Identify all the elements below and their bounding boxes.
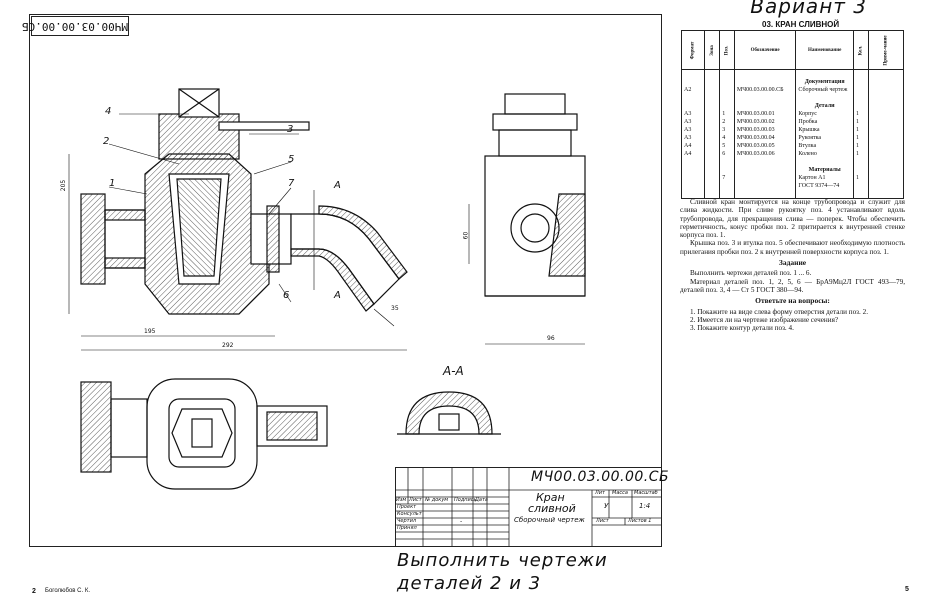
plan-view	[80, 378, 328, 490]
pos-label-2: 2	[103, 136, 110, 147]
dim-side-width: 96	[547, 335, 555, 342]
col-list: Лист	[409, 497, 422, 503]
spec-col-code: Обозначение	[733, 30, 797, 70]
pos-label-5: 5	[288, 154, 295, 165]
spec-col-zone: Зона	[703, 30, 721, 70]
front-section-view	[80, 88, 408, 315]
question-2: 2. Имеется ли на чертеже изображение сеч…	[690, 315, 839, 324]
spec-section-row: Детали	[681, 102, 905, 110]
lit-label: Лит	[595, 490, 605, 496]
author-name: Боголюбов С. К.	[45, 588, 90, 594]
dimension-lines	[68, 154, 585, 351]
row-konsult: Консульт	[397, 511, 422, 517]
signature-dash: -	[460, 518, 463, 525]
specification-table: Формат Зона Поз. Обозначение Наименовани…	[681, 30, 905, 199]
sheet-label: Лист	[596, 518, 609, 524]
dim-height: 205	[60, 179, 68, 192]
dim-length-292: 292	[222, 342, 234, 349]
dim-side-height: 60	[462, 231, 470, 240]
row-chertil: Чертил	[397, 518, 417, 524]
scale-label: Масштаб	[634, 490, 658, 496]
col-izm: Изм	[396, 497, 407, 503]
title-block-code: МЧ00.03.00.00.СБ	[531, 469, 670, 485]
question-3: 3. Покажите контур детали поз. 4.	[690, 324, 794, 333]
task-heading: Задание	[778, 258, 807, 268]
dim-nozzle: 35	[391, 305, 399, 312]
section-mark-top: А	[334, 180, 341, 191]
spec-col-qty: Кол.	[852, 30, 869, 70]
spec-title: 03. КРАН СЛИВНОЙ	[762, 20, 840, 29]
drawing-frame	[29, 14, 662, 547]
description-text: Сливной кран монтируется на конце трубоп…	[680, 198, 905, 332]
row-prinyal: Принял	[397, 525, 417, 531]
title-block-name-2: сливной	[528, 502, 576, 515]
dim-length-195: 195	[144, 328, 156, 335]
description-p1: Сливной кран монтируется на конце трубоп…	[680, 198, 905, 240]
side-view	[484, 93, 586, 297]
col-date: Дата	[475, 497, 488, 503]
section-title: А-А	[443, 364, 464, 378]
handwritten-note-line2: деталей 2 и 3	[397, 573, 542, 594]
spec-col-name: Наименование	[795, 30, 854, 70]
pos-label-4: 4	[105, 106, 112, 117]
scale-value: 1:4	[639, 502, 651, 510]
handwritten-note-line1: Выполнить чертежи	[397, 550, 608, 571]
section-mark-bottom: А	[334, 290, 341, 301]
sheets-label: Листов 1	[628, 518, 652, 524]
col-doc: № докум	[425, 497, 449, 503]
spec-section-docs: Документация	[795, 78, 854, 86]
spec-section-row: Документация	[681, 78, 905, 86]
spec-row: ГОСТ 9374—74	[681, 182, 905, 190]
mass-label: Масса	[612, 490, 628, 496]
spec-section-row: Материалы	[681, 166, 905, 174]
assembly-drawing	[68, 88, 586, 490]
variant-heading: Вариант 3	[750, 0, 867, 18]
pos-label-7: 7	[288, 178, 295, 189]
spec-col-note: Приме-чание	[867, 30, 905, 70]
leader-lines	[108, 113, 315, 303]
pos-label-1: 1	[109, 178, 116, 189]
title-block-doc-type: Сборочный чертеж	[514, 516, 585, 524]
title-block: МЧ00.03.00.00.СБ Кран сливной Сборочный …	[395, 467, 669, 547]
spec-col-pos: Поз.	[719, 30, 735, 70]
title-block-grid	[396, 468, 661, 546]
title-block-name-1: Кран	[536, 491, 565, 504]
question-1: 1. Покажите на виде слева форму отверсти…	[690, 307, 869, 316]
section-a-a	[397, 391, 501, 435]
description-p2: Крышка поз. 3 и втулка поз. 5 обеспечива…	[680, 239, 905, 256]
task-1: Выполнить чертежи деталей поз. 1 ... 6.	[690, 269, 812, 278]
row-proekt: Проект	[397, 504, 417, 510]
page-number-left: 2	[32, 588, 36, 595]
task-2: Материал деталей поз. 1, 2, 5, 6 — БрА9М…	[680, 277, 905, 294]
questions-heading: Ответьте на вопросы:	[755, 296, 830, 306]
lit-value: У	[604, 502, 609, 510]
pos-label-6: 6	[283, 290, 290, 301]
spec-col-format: Формат	[681, 30, 705, 70]
page-number-right: 5	[905, 586, 909, 593]
spec-section-materials: Материалы	[795, 166, 854, 174]
spec-header-row: Формат Зона Поз. Обозначение Наименовани…	[681, 30, 905, 70]
col-sign: Подпись	[454, 497, 477, 503]
pos-label-3: 3	[287, 124, 294, 135]
spec-section-parts: Детали	[795, 102, 854, 110]
